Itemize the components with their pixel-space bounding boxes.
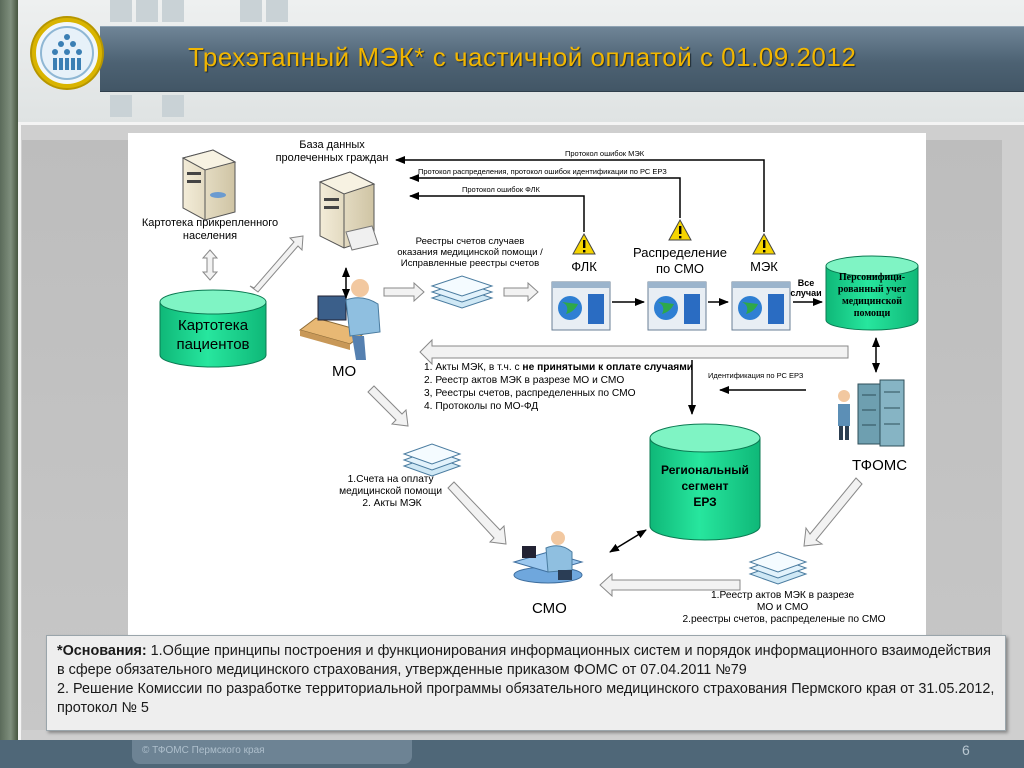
protocol-arrows [395, 156, 765, 232]
mo-label: МО [332, 363, 356, 380]
identification-label: Идентификация по РС ЕРЗ [708, 371, 804, 380]
notes-box: *Основания: 1.Общие принципы построения … [46, 635, 1006, 731]
hollow-arrows [201, 235, 863, 598]
tfoms-logo [32, 18, 102, 88]
invoices-list: 1.Счета на оплату медицинской помощи 2. … [339, 474, 445, 509]
protocol-flk-label: Протокол ошибок ФЛК [462, 185, 541, 194]
title-band [100, 26, 1024, 92]
notes-text: 1.Общие принципы построения и функционир… [57, 643, 991, 678]
footer-tab [132, 740, 412, 764]
mek-label: МЭК [750, 259, 778, 274]
flk-label: ФЛК [571, 259, 597, 274]
left-rail [0, 0, 18, 768]
cylinder-patients [159, 289, 267, 368]
mo-operator-icon [298, 279, 381, 360]
flk-process-window [551, 281, 611, 331]
documents-icon-invoices [402, 443, 462, 477]
documents-icon-registries [430, 275, 494, 309]
warning-icon-mek [752, 232, 776, 255]
smo-label: СМО [532, 600, 567, 617]
server-icon-population [181, 149, 237, 221]
tfoms-label: ТФОМС [852, 457, 907, 474]
page-number: 6 [962, 742, 970, 758]
page-title: Трехэтапный МЭК* с частичной оплатой с 0… [188, 42, 857, 72]
distribution-process-window [647, 281, 707, 331]
mek-process-window [731, 281, 791, 331]
smo-docs-list: 1.Реестр актов МЭК в разрезе МО и СМО 2.… [682, 590, 885, 625]
protocol-mek-label: Протокол ошибок МЭК [565, 149, 645, 158]
warning-icon-distribution [668, 218, 692, 241]
protocol-distribution-label: Протокол распределения, протокол ошибок … [418, 167, 667, 176]
notes-text-2: 2. Решение Комиссии по разработке террит… [57, 681, 995, 716]
smo-operator-icon [512, 531, 584, 584]
cylinder-personal [825, 255, 919, 331]
cylinder-region [649, 423, 761, 541]
notes-label: *Основания: [57, 643, 147, 659]
documents-icon-smo [748, 551, 808, 585]
acts-list: 1. Акты МЭК, в т.ч. с не принятыми к опл… [424, 362, 696, 412]
footer-copyright: © ТФОМС Пермского края [142, 745, 265, 756]
server-icon-treated [318, 171, 379, 251]
process-arrows [342, 267, 880, 553]
tfoms-server-icon [838, 379, 905, 447]
warning-icon-flk [572, 232, 596, 255]
